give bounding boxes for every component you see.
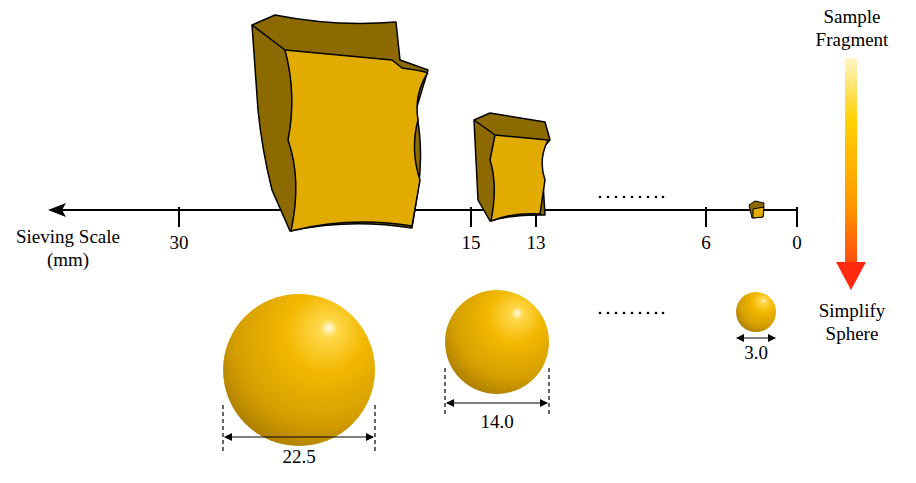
legend-caption: Sample Fragment: [802, 6, 902, 52]
tick-label: 13: [516, 232, 556, 255]
dimension-label: 22.5: [269, 446, 329, 469]
gradient-arrowhead: [836, 262, 866, 290]
tick-label: 0: [777, 232, 817, 255]
axis-line: [60, 209, 797, 211]
small-sphere: [736, 292, 776, 332]
gradient-bar: [845, 58, 857, 265]
axis-arrowhead: [48, 203, 66, 217]
ellipsis-dots: [599, 196, 665, 315]
tick-label: 15: [451, 232, 491, 255]
dimension-label: 14.0: [467, 411, 527, 434]
dimension-label: 3.0: [731, 342, 781, 365]
tick-label: 6: [686, 232, 726, 255]
medium-fragment: [474, 113, 550, 221]
tick-label: 30: [159, 232, 199, 255]
dimension-lines: [223, 338, 775, 452]
large-sphere: [223, 294, 375, 446]
small-fragment: [749, 201, 764, 218]
axis-title: Sieving Scale (mm): [8, 226, 128, 272]
large-fragment: [252, 15, 428, 231]
medium-sphere: [445, 290, 549, 394]
legend-caption: Simplify Sphere: [802, 300, 902, 346]
